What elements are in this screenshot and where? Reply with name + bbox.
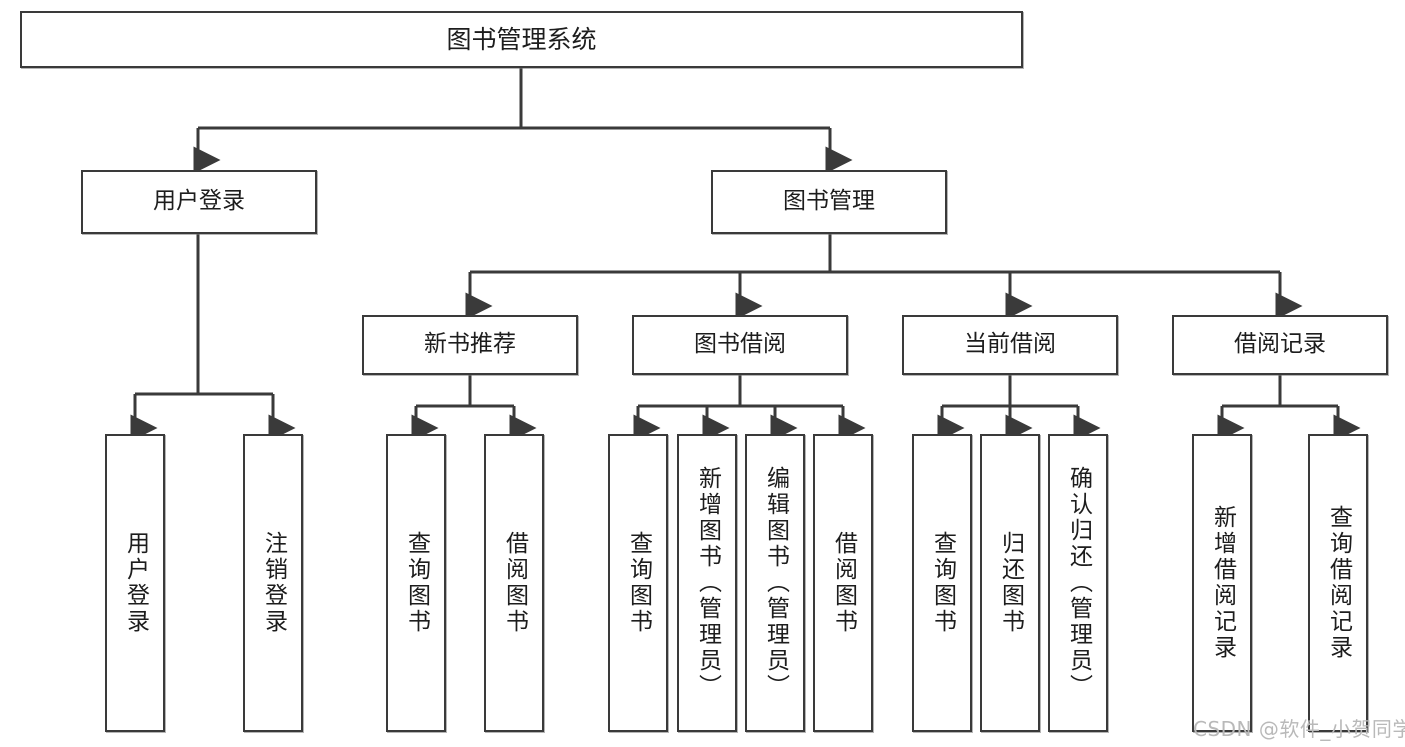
node-leaf-query-record[interactable]: 查询借阅记录 <box>1308 434 1368 732</box>
node-leaf-confirm-return-label: 确认归还（管理员） <box>1065 466 1092 700</box>
node-leaf-add-book[interactable]: 新增图书（管理员） <box>677 434 737 732</box>
node-root[interactable]: 图书管理系统 <box>20 11 1023 68</box>
node-leaf-borrow-book-1-label: 借阅图书 <box>501 531 528 635</box>
node-leaf-borrow-book-2[interactable]: 借阅图书 <box>813 434 873 732</box>
node-leaf-query-book-1[interactable]: 查询图书 <box>386 434 446 732</box>
node-new-book-recommend-label: 新书推荐 <box>424 331 516 358</box>
node-book-borrow-label: 图书借阅 <box>694 331 786 358</box>
node-user-login[interactable]: 用户登录 <box>81 170 317 234</box>
node-leaf-edit-book-label: 编辑图书（管理员） <box>762 466 789 700</box>
node-leaf-query-book-2-label: 查询图书 <box>625 531 652 635</box>
node-leaf-user-login-label: 用户登录 <box>122 531 149 635</box>
node-leaf-query-book-1-label: 查询图书 <box>403 531 430 635</box>
node-leaf-add-record-label: 新增借阅记录 <box>1209 505 1236 661</box>
node-leaf-borrow-book-2-label: 借阅图书 <box>830 531 857 635</box>
node-leaf-logout-login-label: 注销登录 <box>260 531 287 635</box>
node-leaf-add-record[interactable]: 新增借阅记录 <box>1192 434 1252 732</box>
node-current-borrow[interactable]: 当前借阅 <box>902 315 1118 375</box>
node-leaf-return-book-label: 归还图书 <box>997 531 1024 635</box>
node-root-label: 图书管理系统 <box>446 24 597 54</box>
node-borrow-record-label: 借阅记录 <box>1234 331 1326 358</box>
node-leaf-query-book-3-label: 查询图书 <box>929 531 956 635</box>
node-leaf-query-record-label: 查询借阅记录 <box>1325 505 1352 661</box>
node-leaf-add-book-label: 新增图书（管理员） <box>694 466 721 700</box>
node-leaf-user-login[interactable]: 用户登录 <box>105 434 165 732</box>
node-user-login-label: 用户登录 <box>153 188 245 215</box>
csdn-watermark: CSDN @软件_小贺同学 <box>1193 717 1405 741</box>
node-book-management[interactable]: 图书管理 <box>711 170 947 234</box>
node-leaf-confirm-return[interactable]: 确认归还（管理员） <box>1048 434 1108 732</box>
node-leaf-borrow-book-1[interactable]: 借阅图书 <box>484 434 544 732</box>
node-current-borrow-label: 当前借阅 <box>964 331 1056 358</box>
node-leaf-query-book-3[interactable]: 查询图书 <box>912 434 972 732</box>
node-borrow-record[interactable]: 借阅记录 <box>1172 315 1388 375</box>
node-new-book-recommend[interactable]: 新书推荐 <box>362 315 578 375</box>
node-book-management-label: 图书管理 <box>783 188 875 215</box>
node-leaf-query-book-2[interactable]: 查询图书 <box>608 434 668 732</box>
node-book-borrow[interactable]: 图书借阅 <box>632 315 848 375</box>
node-leaf-logout-login[interactable]: 注销登录 <box>243 434 303 732</box>
node-leaf-return-book[interactable]: 归还图书 <box>980 434 1040 732</box>
node-leaf-edit-book[interactable]: 编辑图书（管理员） <box>745 434 805 732</box>
